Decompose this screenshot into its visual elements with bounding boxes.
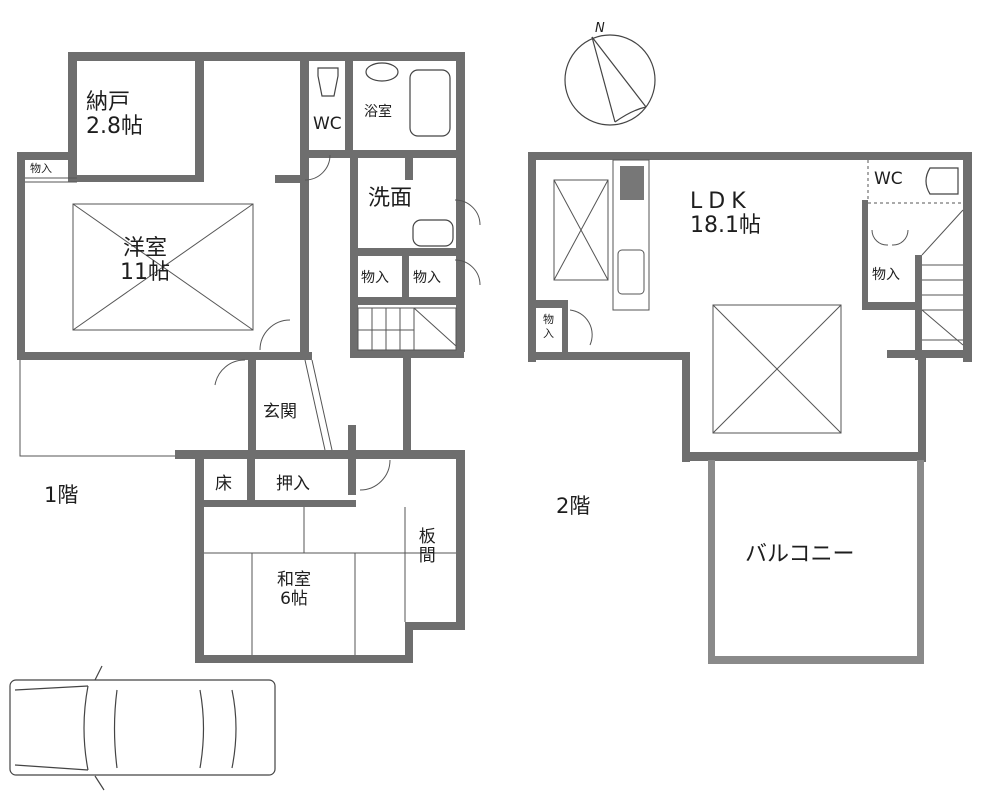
room-size: 2.8帖 bbox=[86, 114, 143, 140]
room-name: 和室 bbox=[277, 570, 311, 590]
room-yokushitsu: 浴室 bbox=[364, 104, 392, 120]
room-nando: 納戸 2.8帖 bbox=[86, 90, 143, 140]
room-oshiire: 押入 bbox=[276, 474, 310, 494]
room-size: 6帖 bbox=[280, 588, 308, 609]
room-size: 11帖 bbox=[120, 260, 170, 286]
room-monoire-top-left: 物入 bbox=[30, 162, 52, 175]
floor2-label: 2階 bbox=[556, 494, 591, 518]
room-genkan: 玄関 bbox=[263, 402, 297, 422]
room-name: 納戸 bbox=[86, 90, 131, 115]
room-wc-1f: WC bbox=[313, 114, 342, 134]
room-size: 18.1帖 bbox=[690, 213, 761, 239]
room-ldk: LDK 18.1帖 bbox=[690, 189, 761, 239]
room-monoire-right: 物入 bbox=[872, 267, 900, 283]
floor2-fixtures bbox=[553, 159, 964, 434]
room-balcony: バルコニー bbox=[745, 542, 855, 567]
room-toko: 床 bbox=[215, 474, 232, 494]
floor1-fixtures bbox=[19, 62, 481, 655]
compass-north-label: N bbox=[595, 21, 605, 36]
room-monoire-left: 物 入 bbox=[543, 313, 554, 341]
compass-icon bbox=[564, 34, 656, 126]
room-monoire-a: 物入 bbox=[361, 270, 389, 286]
floor1-label: 1階 bbox=[44, 483, 79, 507]
room-senmen: 洗面 bbox=[368, 186, 413, 211]
room-name: 洋室 bbox=[122, 236, 167, 261]
room-name: LDK bbox=[690, 189, 752, 214]
room-wc-2f: WC bbox=[874, 169, 903, 189]
room-itama: 板間 bbox=[414, 527, 435, 565]
floor1-walls bbox=[17, 52, 465, 663]
room-washitsu: 和室 6帖 bbox=[277, 571, 311, 608]
car-icon bbox=[9, 665, 276, 791]
floor2-walls bbox=[528, 152, 972, 664]
room-yoshitsu: 洋室 11帖 bbox=[120, 236, 170, 286]
room-monoire-b: 物入 bbox=[413, 270, 441, 286]
